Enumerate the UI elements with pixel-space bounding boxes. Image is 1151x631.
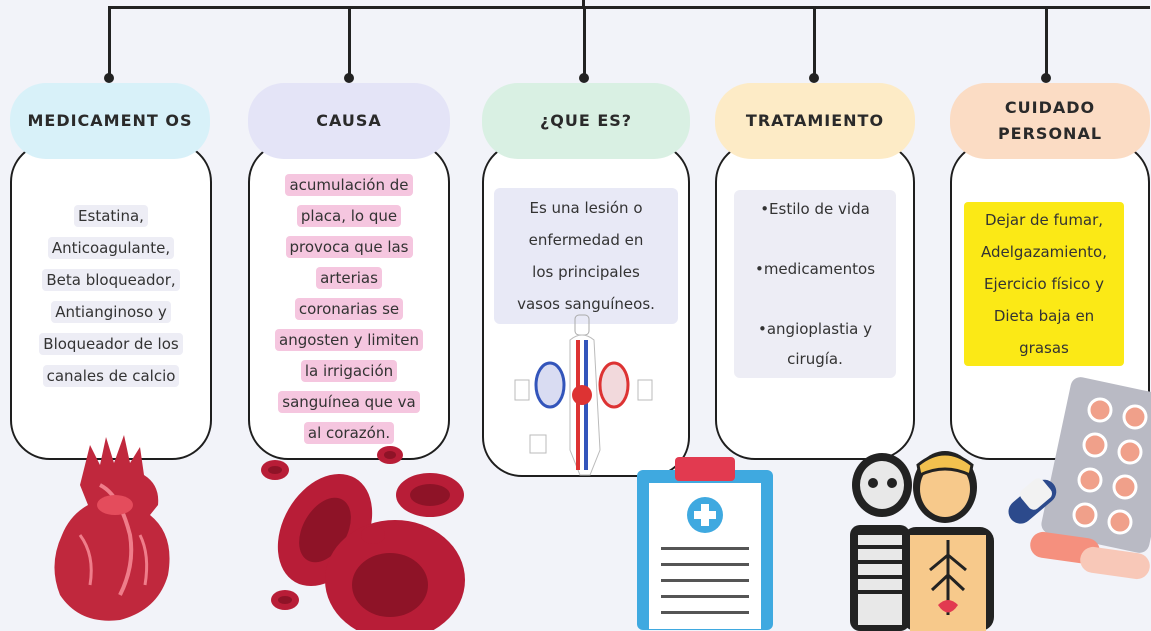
connector-dot-4 (809, 73, 819, 83)
text-line: los principales (532, 263, 640, 281)
connector-drop-1 (108, 6, 111, 78)
connector-drop-3 (583, 6, 586, 78)
text-line: •Estilo de vida (760, 200, 870, 218)
text-line: Adelgazamiento, (980, 243, 1108, 261)
header-causa: CAUSA (248, 83, 450, 159)
connector-drop-5 (1045, 6, 1048, 78)
clipboard-icon (637, 457, 773, 630)
text-line: Bloqueador de los (22, 328, 200, 360)
heart-illustration (54, 435, 170, 621)
text-line: Beta bloqueador, (22, 264, 200, 296)
text-line: arterias (258, 263, 440, 294)
text-line (734, 284, 896, 314)
text-line: al corazón. (258, 418, 440, 449)
center-stem-line (582, 0, 585, 8)
connector-drop-4 (813, 6, 816, 78)
text-line: Anticoagulante, (22, 232, 200, 264)
top-connector-line (108, 6, 1150, 9)
text-line: •medicamentos (754, 260, 876, 278)
text-line: Dejar de fumar, (984, 211, 1104, 229)
blood-cells-illustration (261, 446, 465, 630)
header-tratamiento: TRATAMIENTO (715, 83, 915, 159)
text-line: canales de calcio (22, 360, 200, 392)
text-line: •angioplastia y (758, 320, 872, 338)
text-que-es: Es una lesión o enfermedad en los princi… (494, 188, 678, 324)
text-line: Ejercicio físico y (984, 275, 1104, 293)
connector-drop-2 (348, 6, 351, 78)
text-line: coronarias se (258, 294, 440, 325)
circulatory-system-illustration (514, 314, 653, 476)
text-line: Dieta baja en (993, 307, 1095, 325)
text-line: provoca que las (258, 232, 440, 263)
text-line: sanguínea que va (258, 387, 440, 418)
anatomy-body-illustration (850, 451, 994, 631)
connector-dot-5 (1041, 73, 1051, 83)
header-medicamentos: MEDICAMENT OS (10, 83, 210, 159)
text-line: cirugía. (787, 350, 843, 368)
header-que-es: ¿QUE ES? (482, 83, 690, 159)
text-line: acumulación de (258, 170, 440, 201)
text-medicamentos: Estatina, Anticoagulante, Beta bloqueado… (22, 200, 200, 392)
text-line: placa, lo que (258, 201, 440, 232)
connector-dot-2 (344, 73, 354, 83)
text-line: Es una lesión o (529, 199, 643, 217)
pills-illustration (1008, 377, 1151, 580)
text-line: Estatina, (22, 200, 200, 232)
text-causa: acumulación de placa, lo que provoca que… (258, 170, 440, 449)
text-tratamiento: •Estilo de vida •medicamentos •angioplas… (734, 190, 896, 378)
text-line: enfermedad en (528, 231, 644, 249)
connector-dot-3 (579, 73, 589, 83)
text-cuidado: Dejar de fumar, Adelgazamiento, Ejercici… (964, 202, 1124, 366)
text-line: angosten y limiten (258, 325, 440, 356)
text-line: la irrigación (258, 356, 440, 387)
text-line: grasas (1019, 339, 1069, 357)
header-cuidado-personal: CUIDADO PERSONAL (950, 83, 1150, 159)
text-line (734, 224, 896, 254)
text-line: vasos sanguíneos. (517, 295, 655, 313)
connector-dot-1 (104, 73, 114, 83)
text-line: Antianginoso y (22, 296, 200, 328)
